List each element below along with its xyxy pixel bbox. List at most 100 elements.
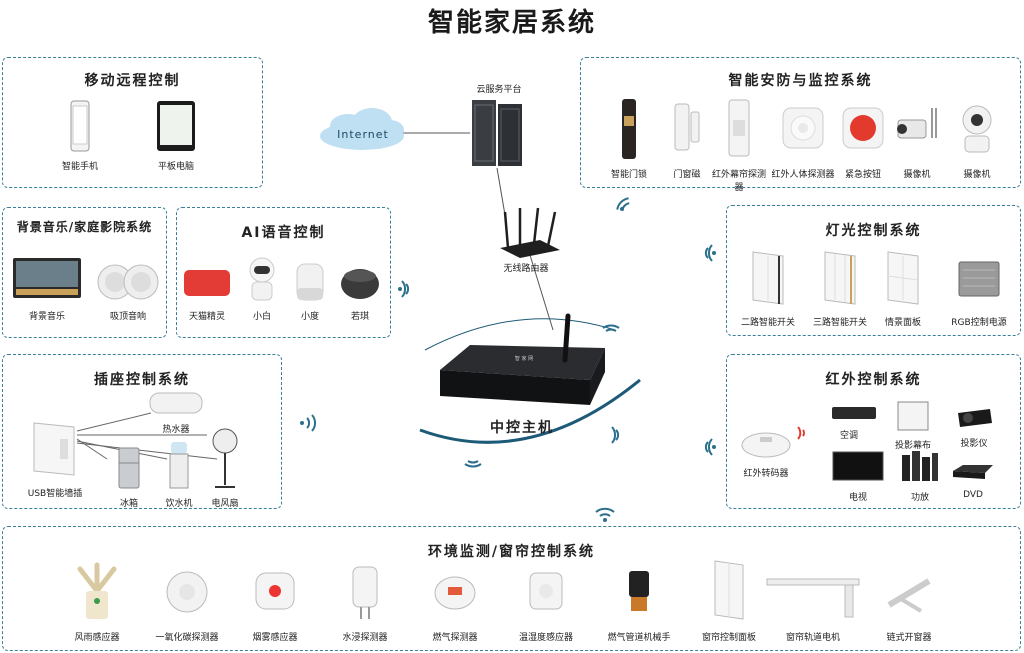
section-security-title: 智能安防与监控系统 xyxy=(728,73,873,89)
aircon-icon xyxy=(832,407,876,419)
device-temp-humidity-sensor: 温湿度感应器 xyxy=(511,561,581,643)
device-scene-panel: 情景面板 xyxy=(875,248,931,328)
wifi-icon xyxy=(300,414,316,432)
router-hub-link xyxy=(529,254,554,331)
section-infrared: 红外控制系统 红外转码器 空调 投影幕布 投影仪 电视 功放 DVD xyxy=(726,354,1021,509)
camera-icon xyxy=(897,108,937,139)
section-lighting-title: 灯光控制系统 xyxy=(825,223,922,239)
device-tablet: 平板电脑 xyxy=(151,100,201,172)
gas-valve-icon xyxy=(629,571,649,611)
device-smoke-sensor: 烟雾感应器 xyxy=(243,561,307,643)
music-panel-icon xyxy=(13,258,81,298)
device-water-heater: 热水器 xyxy=(147,391,205,435)
projector-icon xyxy=(958,409,992,427)
wifi-icon xyxy=(595,507,615,522)
robot-icon xyxy=(249,257,275,301)
device-background-music: 背景音乐 xyxy=(11,256,83,322)
section-music: 背景音乐/家庭影院系统 背景音乐 吸顶音响 xyxy=(2,207,167,338)
device-xiaodu: 小度 xyxy=(289,262,331,322)
rgb-power-icon xyxy=(958,261,1000,297)
hub-brand: 智 家 网 xyxy=(514,356,534,362)
section-env-title: 环境监测/窗帘控制系统 xyxy=(427,544,596,560)
hub-ring xyxy=(419,378,641,444)
hub-label: 中控主机 xyxy=(490,420,554,436)
section-mobile: 移动远程控制 智能手机 平板电脑 xyxy=(2,57,263,188)
switch-2way-icon xyxy=(752,251,784,305)
section-music-title: 背景音乐/家庭影院系统 xyxy=(16,220,153,234)
device-tv: 电视 xyxy=(831,451,885,503)
device-aircon: 空调 xyxy=(831,405,876,441)
device-fridge: 冰箱 xyxy=(111,447,147,509)
device-ruoqi: 若琪 xyxy=(337,262,383,322)
gas-detector-icon xyxy=(434,576,476,610)
device-projector: 投影仪 xyxy=(951,403,997,449)
wifi-icon xyxy=(602,324,620,332)
device-camera-1: 摄像机 xyxy=(891,98,943,180)
ir-converter-icon xyxy=(741,432,791,458)
smartphone-icon xyxy=(70,100,90,152)
device-3way-switch: 三路智能开关 xyxy=(807,248,873,328)
device-pir-detector: 红外人体探测器 xyxy=(771,98,835,180)
hub-ring-top xyxy=(424,318,616,351)
window-opener-icon xyxy=(887,578,931,613)
device-amplifier: 功放 xyxy=(899,449,941,503)
co-detector-icon xyxy=(166,571,208,613)
device-dvd: DVD xyxy=(949,459,997,500)
section-lighting: 灯光控制系统 二路智能开关 三路智能开关 情景面板 RGB控制电源 xyxy=(726,205,1021,336)
wifi-icon xyxy=(704,244,716,262)
water-leak-icon xyxy=(352,566,378,619)
xiaodu-speaker-icon xyxy=(296,263,324,301)
wifi-icon xyxy=(611,426,620,444)
amplifier-icon xyxy=(902,451,938,481)
section-env: 环境监测/窗帘控制系统 风雨感应器 一氧化碳探测器 烟雾感应器 水浸探测器 燃气… xyxy=(2,526,1021,651)
wifi-icon xyxy=(398,280,410,298)
water-dispenser-icon xyxy=(169,442,189,489)
router-icon xyxy=(500,207,560,258)
usb-socket-icon xyxy=(33,422,75,476)
page-title: 智能家居系统 xyxy=(427,8,596,38)
smart-lock-icon xyxy=(622,99,636,159)
wifi-icon xyxy=(464,460,482,468)
temp-humidity-icon xyxy=(529,572,563,610)
scene-panel-icon xyxy=(887,251,919,305)
device-wind-rain-sensor: 风雨感应器 xyxy=(65,561,129,643)
internet-label: Internet xyxy=(337,128,389,141)
device-door-sensor: 门窗磁 xyxy=(661,98,713,180)
curtain-panel-icon xyxy=(714,560,744,620)
dvd-icon xyxy=(953,465,993,479)
fan-icon xyxy=(212,428,238,488)
ruoqi-speaker-icon xyxy=(341,269,379,299)
device-rgb-power: RGB控制电源 xyxy=(939,248,1019,328)
server-icon xyxy=(472,100,522,166)
curtain-track-icon xyxy=(766,578,860,618)
device-xiaobai: 小白 xyxy=(239,256,285,322)
device-smartphone: 智能手机 xyxy=(55,100,105,172)
cloud-platform-label: 云服务平台 xyxy=(476,85,522,95)
cloud-icon xyxy=(320,108,404,150)
device-curtain-detector: 红外幕帘探测器 xyxy=(709,98,769,193)
device-ir-converter: 红外转码器 xyxy=(733,423,799,479)
hub-icon xyxy=(440,313,605,405)
smoke-sensor-icon xyxy=(255,572,295,610)
curtain-detector-icon xyxy=(728,99,750,157)
section-voice: AI语音控制 天猫精灵 小白 小度 若琪 xyxy=(176,207,391,338)
device-usb-socket: USB智能墙插 xyxy=(15,419,95,499)
device-gas-detector: 燃气探测器 xyxy=(423,561,487,643)
section-infrared-title: 红外控制系统 xyxy=(825,372,922,388)
speaker-icon xyxy=(97,264,159,300)
device-ceiling-speaker: 吸顶音响 xyxy=(95,260,161,322)
device-chain-window-opener: 链式开窗器 xyxy=(875,561,943,643)
device-camera-2: 摄像机 xyxy=(951,98,1003,180)
device-curtain-panel: 窗帘控制面板 xyxy=(695,557,763,643)
device-curtain-motor: 窗帘轨道电机 xyxy=(763,561,863,643)
section-mobile-title: 移动远程控制 xyxy=(84,73,181,89)
wifi-icon xyxy=(704,438,716,456)
switch-3way-icon xyxy=(824,251,856,305)
section-security: 智能安防与监控系统 智能门锁 门窗磁 红外幕帘探测器 红外人体探测器 紧急按钮 … xyxy=(580,57,1021,193)
device-gas-valve-manipulator: 燃气管道机械手 xyxy=(601,561,677,643)
cloud-router-link xyxy=(496,167,506,216)
projector-screen-icon xyxy=(897,401,929,431)
device-water-leak-detector: 水浸探测器 xyxy=(333,561,397,643)
device-tmall-genie: 天猫精灵 xyxy=(181,262,233,322)
